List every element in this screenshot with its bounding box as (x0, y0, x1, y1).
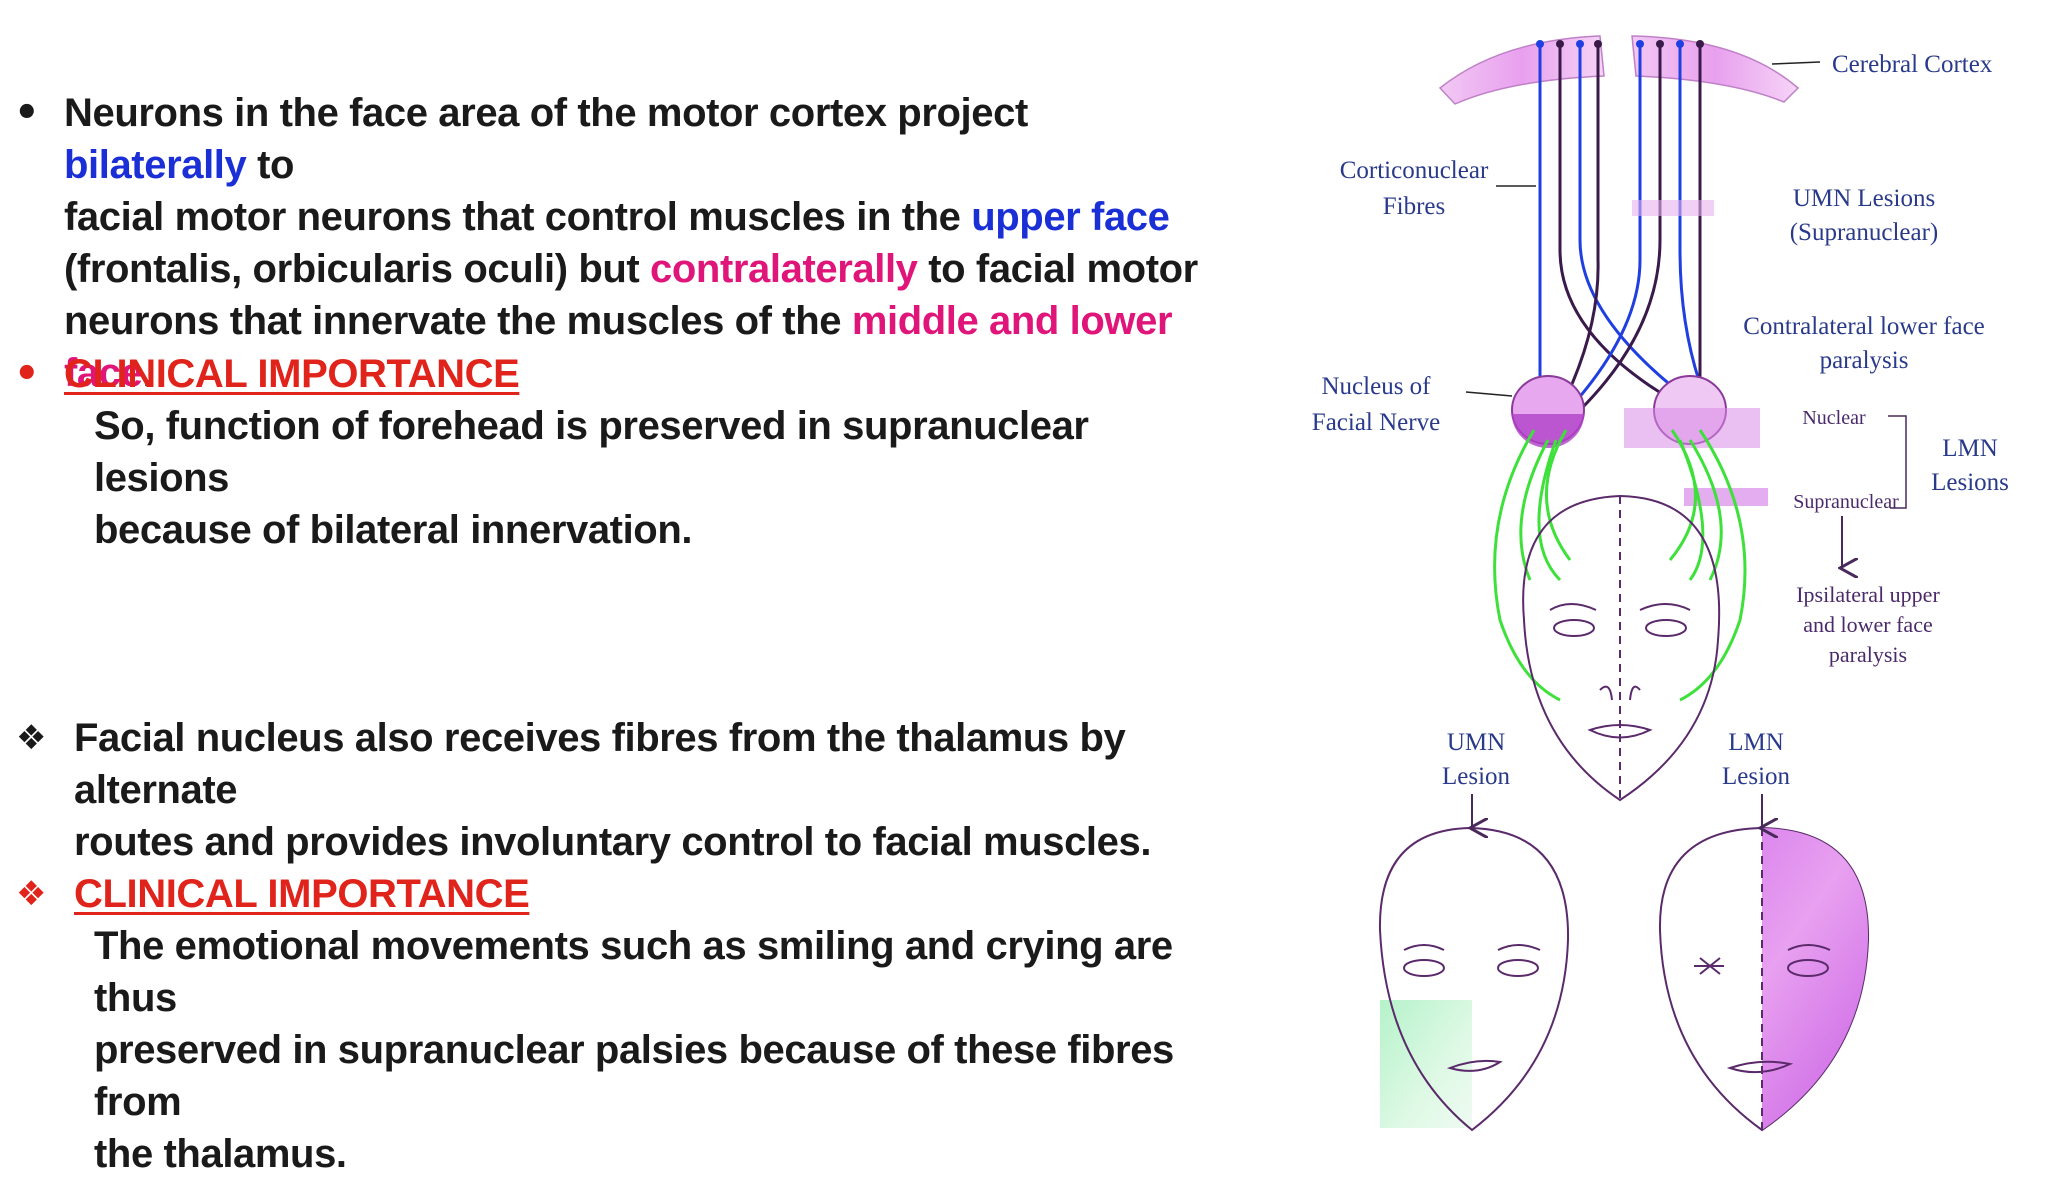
b4-line1: The emotional movements such as smiling … (94, 924, 1173, 1020)
head-lmn-lesion (1658, 826, 1870, 1132)
bullet-1-text: Neurons in the face area of the motor co… (64, 87, 1200, 399)
label-nucleus-2: Facial Nerve (1312, 409, 1440, 436)
nucleus-leader (1465, 391, 1513, 397)
bullet-diamond-3: ❖ (16, 718, 47, 758)
b1-line3: (frontalis, orbicularis oculi) but contr… (64, 247, 1198, 291)
b3-line1: Facial nucleus also receives fibres from… (74, 716, 1126, 812)
facial-nucleus-left (1511, 375, 1585, 448)
bullet-dot-2: • (14, 351, 40, 397)
label-nuclear: Nuclear (1802, 407, 1866, 429)
cortex-left (1438, 35, 1605, 105)
b4-line3: the thalamus. (94, 1132, 347, 1176)
cortex-leader (1771, 61, 1821, 65)
supranuclear-lesion-band (1684, 488, 1768, 506)
label-cerebral-cortex: Cerebral Cortex (1832, 51, 1993, 78)
label-ipsilateral-3: paralysis (1829, 642, 1907, 667)
b3-line2: routes and provides involuntary control … (74, 820, 1152, 864)
head-umn-lesion (1378, 826, 1570, 1132)
label-contralateral-1: Contralateral lower face (1743, 313, 1985, 340)
corticonuclear-fibres (1538, 44, 1712, 412)
label-umn-lesions-2: (Supranuclear) (1790, 219, 1939, 246)
umn-lesion-band (1632, 200, 1714, 216)
clinical-importance-heading-2: CLINICAL IMPORTANCE (74, 872, 530, 916)
cortex-right (1631, 35, 1800, 103)
cortex-fibre-dots (1536, 40, 1704, 48)
b1-line4: neurons that innervate the muscles of th… (64, 299, 1173, 395)
bullet-dot-1: • (14, 90, 40, 136)
facial-nerve-diagram: Cerebral Cortex Corticonuclear Fibres UM… (1312, 35, 2009, 1132)
label-contralateral-2: paralysis (1820, 347, 1909, 374)
label-lmn-lesion-2: Lesion (1722, 763, 1791, 790)
text-panel: • Neurons in the face area of the motor … (14, 87, 1200, 1176)
clinical-importance-heading-1: CLINICAL IMPORTANCE (64, 352, 520, 396)
label-lmn-lesions-2: Lesions (1931, 469, 2009, 496)
b2-line1: So, function of forehead is preserved in… (94, 404, 1089, 500)
label-umn-lesion-2: Lesion (1442, 763, 1511, 790)
label-umn-lesion-1: UMN (1447, 729, 1505, 756)
b1-line2: facial motor neurons that control muscle… (64, 195, 1170, 239)
label-lmn-lesion-1: LMN (1728, 729, 1784, 756)
b4-line2: preserved in supranuclear palsies becaus… (94, 1028, 1174, 1124)
label-ipsilateral-2: and lower face (1803, 612, 1932, 637)
label-lmn-lesions-1: LMN (1942, 435, 1998, 462)
facial-nerve-fibres (1493, 429, 1747, 702)
label-corticonuclear-1: Corticonuclear (1340, 157, 1489, 184)
b1-line1: Neurons in the face area of the motor co… (64, 91, 1028, 187)
bullet-diamond-4: ❖ (16, 874, 47, 914)
label-umn-lesions-1: UMN Lesions (1793, 185, 1935, 212)
label-supranuclear: Supranuclear (1793, 491, 1899, 513)
bullet-4-text: CLINICAL IMPORTANCE The emotional moveme… (74, 868, 1200, 1180)
label-ipsilateral-1: Ipsilateral upper (1796, 582, 1940, 607)
label-nucleus-1: Nucleus of (1322, 373, 1432, 400)
b2-line2: because of bilateral innervation. (94, 508, 693, 552)
head-upper (1522, 494, 1721, 802)
bullet-3-text: Facial nucleus also receives fibres from… (74, 712, 1200, 868)
label-corticonuclear-2: Fibres (1383, 193, 1446, 220)
lmn-bracket (1888, 415, 1907, 509)
bullet-2-text: CLINICAL IMPORTANCE So, function of fore… (64, 348, 1200, 556)
